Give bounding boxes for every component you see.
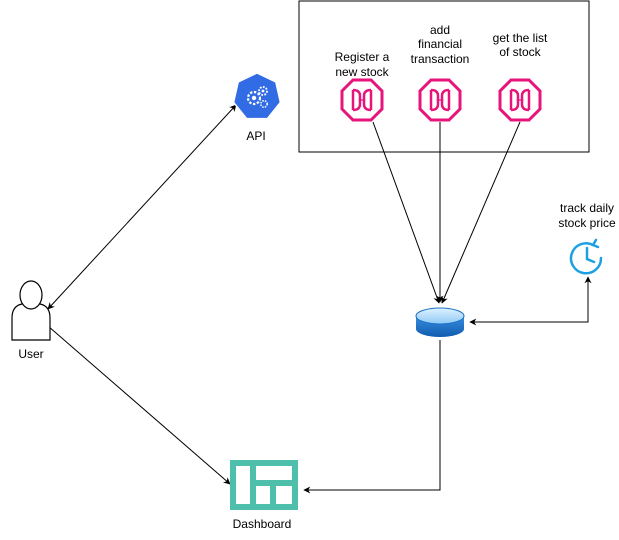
user-label: User bbox=[18, 347, 43, 361]
lambda-function-icon bbox=[340, 78, 384, 122]
api-label: API bbox=[246, 129, 265, 143]
function-register-node[interactable]: Register a new stock bbox=[335, 50, 390, 122]
edge-db-dashboard bbox=[303, 340, 441, 494]
dashboard-node[interactable]: Dashboard bbox=[230, 460, 298, 531]
dashboard-icon bbox=[230, 460, 298, 510]
edge-list-db bbox=[441, 121, 521, 304]
function-transaction-node[interactable]: add financial transaction bbox=[411, 23, 470, 122]
database-icon bbox=[415, 307, 465, 337]
kubernetes-api-icon bbox=[232, 72, 282, 120]
function-transaction-label-1: add bbox=[430, 23, 450, 37]
track-label-1: track daily bbox=[560, 201, 614, 215]
lambda-function-icon bbox=[418, 78, 462, 122]
function-transaction-label-3: transaction bbox=[411, 52, 470, 66]
edge-db-clock bbox=[469, 276, 592, 326]
function-list-label-2: of stock bbox=[499, 45, 541, 59]
edge-user-api bbox=[47, 104, 237, 310]
api-node[interactable]: API bbox=[232, 72, 282, 143]
user-node[interactable]: User bbox=[11, 280, 51, 361]
database-node[interactable] bbox=[415, 307, 465, 337]
edge-user-dashboard bbox=[47, 325, 231, 485]
edge-register-db bbox=[372, 121, 441, 304]
function-list-node[interactable]: get the list of stock bbox=[493, 31, 548, 122]
function-register-label-1: Register a bbox=[335, 50, 390, 64]
lambda-function-icon bbox=[498, 78, 542, 122]
clock-timer-icon bbox=[569, 238, 603, 275]
user-actor-icon bbox=[11, 280, 51, 341]
function-list-label-1: get the list bbox=[493, 31, 548, 45]
function-transaction-label-2: financial bbox=[418, 37, 462, 51]
edges bbox=[47, 104, 592, 494]
track-label-2: stock price bbox=[558, 216, 616, 230]
track-price-node[interactable]: track daily stock price bbox=[558, 201, 616, 275]
dashboard-label: Dashboard bbox=[233, 517, 292, 531]
functions-group-box bbox=[298, 0, 590, 153]
function-register-label-2: new stock bbox=[335, 65, 389, 79]
